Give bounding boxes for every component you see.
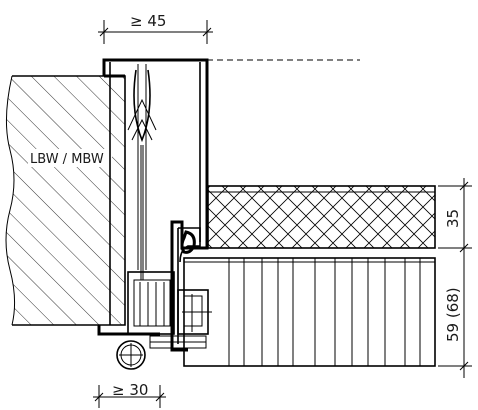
dimension-lower-label: 59 (68) — [444, 287, 462, 342]
dimension-bottom: ≥ 30 — [93, 381, 166, 408]
dimension-top-label: ≥ 45 — [130, 12, 166, 30]
dimension-upper-label: 35 — [444, 209, 462, 228]
wall-material-label: LBW / MBW — [30, 152, 104, 167]
dimension-right: 35 59 (68) — [438, 178, 472, 378]
dimension-bottom-label: ≥ 30 — [112, 381, 148, 399]
door-seal-gasket — [178, 227, 201, 263]
hinge-assembly — [116, 271, 212, 370]
wall-section: LBW / MBW — [5, 75, 126, 326]
door-leaf-lower-panel — [183, 257, 436, 367]
door-leaf-upper-insulation — [207, 185, 436, 249]
wall-material-label-bg — [28, 149, 112, 167]
dimension-top: ≥ 45 — [98, 12, 213, 44]
